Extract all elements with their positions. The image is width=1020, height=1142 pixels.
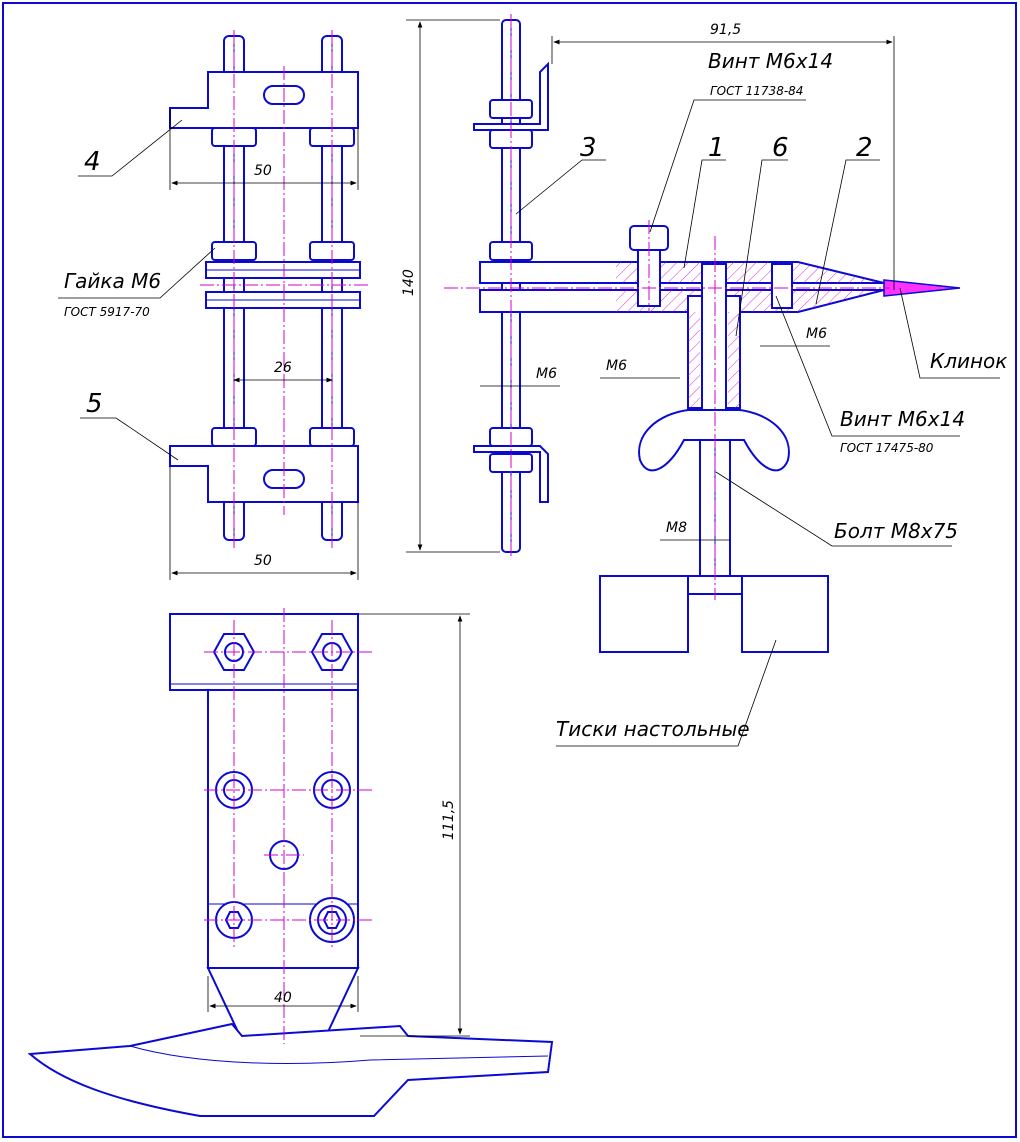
vise-jaw-right	[741, 575, 829, 653]
dim-thread-m8: M8	[666, 520, 687, 536]
side-view	[406, 14, 1000, 747]
dim-length: 91,5	[710, 22, 741, 38]
callout-vise: Тиски настольные	[556, 717, 750, 741]
callout-part-1: 1	[708, 133, 725, 163]
callout-part-2: 2	[856, 133, 873, 163]
set-screw	[771, 263, 793, 309]
dim-width-top: 50	[254, 163, 272, 179]
section-hatch	[616, 262, 884, 283]
callout-screw-top: Винт М6х14	[708, 49, 833, 73]
callout-part-4: 4	[84, 147, 101, 177]
section-hatch	[728, 312, 740, 408]
section-hatch	[616, 290, 884, 312]
hook-bottom	[473, 445, 549, 503]
dim-width-bottom: 50	[254, 553, 272, 569]
labels: 50 26 50 140 91,5 M6 M6 M6 M8 111,5 40 1…	[64, 22, 1007, 1006]
blade	[883, 279, 961, 297]
vise-jaw-left	[599, 575, 689, 653]
callout-nut-std: ГОСТ 5917-70	[64, 305, 150, 319]
callout-part-3: 3	[580, 133, 597, 163]
callout-bolt: Болт М8х75	[834, 519, 958, 543]
callout-screw-top-std: ГОСТ 11738-84	[710, 84, 803, 98]
part-5-bracket	[169, 445, 359, 503]
callout-screw-side-std: ГОСТ 17475-80	[840, 441, 934, 455]
hex-socket	[224, 911, 244, 929]
dim-width-40: 40	[274, 990, 292, 1006]
dim-thread-side: M6	[806, 326, 827, 342]
section-hatch	[688, 312, 700, 408]
callout-screw-side: Винт М6х14	[840, 407, 965, 431]
wing-nut	[638, 409, 790, 472]
callout-part-6: 6	[772, 133, 789, 163]
blade-edge	[129, 1045, 549, 1064]
part-4-bracket	[169, 71, 359, 129]
dim-spacing: 26	[274, 360, 292, 376]
callout-nut: Гайка М6	[64, 269, 161, 293]
bolt-upper	[701, 263, 727, 411]
front-view	[58, 30, 370, 580]
dim-height-140: 140	[401, 269, 417, 296]
callout-part-5: 5	[86, 389, 103, 419]
slot-top	[263, 85, 305, 105]
dim-thread-screw: M6	[606, 358, 627, 374]
blade-top-view	[27, 1022, 554, 1117]
top-view	[27, 608, 554, 1117]
hook-top	[473, 61, 549, 131]
dim-height-111: 111,5	[441, 800, 457, 840]
dim-thread-rod: M6	[536, 366, 557, 382]
callout-blade: Клинок	[930, 349, 1007, 373]
